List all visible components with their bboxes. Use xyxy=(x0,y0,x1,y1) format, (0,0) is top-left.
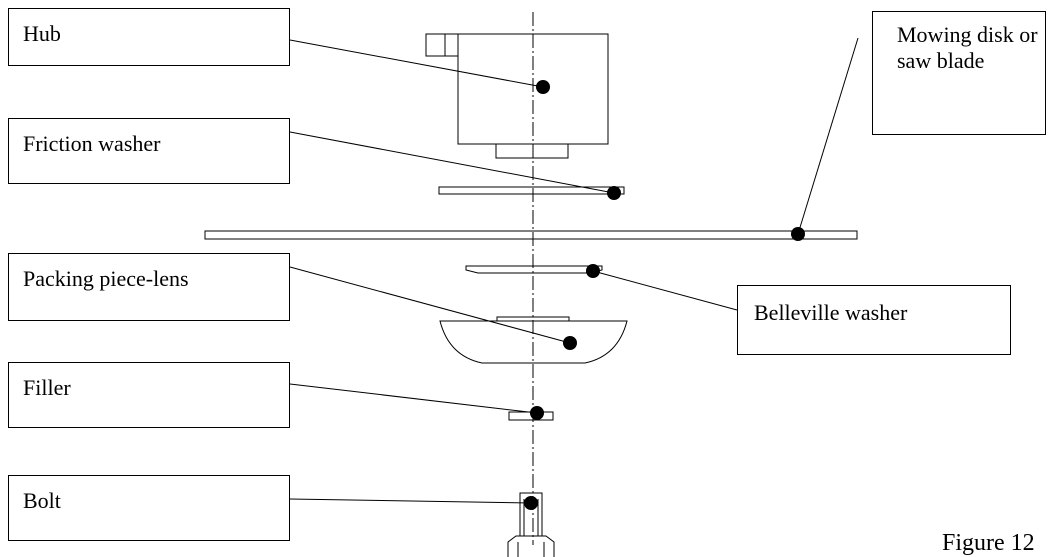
leader-dot-belleville-washer xyxy=(586,264,600,278)
hub-part xyxy=(425,33,609,159)
leader-dot-packing-piece-lens xyxy=(563,336,577,350)
leader-dot-friction-washer xyxy=(607,186,621,200)
bolt-part xyxy=(507,492,555,557)
leader-line-mowing-disk xyxy=(797,37,859,235)
leader-dot-filler xyxy=(530,406,544,420)
belleville-washer-part xyxy=(465,265,603,274)
leader-line-packing-piece-lens xyxy=(289,266,571,344)
label-packing-piece-lens: Packing piece-lens xyxy=(8,253,290,321)
friction-washer-part xyxy=(438,186,625,195)
leader-dot-hub xyxy=(536,80,550,94)
leader-line-friction-washer xyxy=(289,131,615,194)
leader-line-bolt xyxy=(289,498,532,504)
label-friction-washer: Friction washer xyxy=(8,118,290,184)
label-mowing-disk: Mowing disk or saw blade xyxy=(872,11,1046,135)
leader-line-belleville-washer xyxy=(592,270,738,311)
leader-dot-mowing-disk xyxy=(791,227,805,241)
leader-line-filler xyxy=(289,383,538,414)
mowing-disk-part xyxy=(204,230,858,240)
figure-caption: Figure 12 xyxy=(942,530,1035,556)
leader-dot-bolt xyxy=(524,496,538,510)
label-filler: Filler xyxy=(8,362,290,428)
leader-line-hub xyxy=(289,39,544,88)
packing-piece-lens-part xyxy=(439,316,628,364)
label-belleville-washer: Belleville washer xyxy=(737,285,1011,355)
label-hub: Hub xyxy=(8,8,290,66)
label-bolt: Bolt xyxy=(8,475,290,541)
